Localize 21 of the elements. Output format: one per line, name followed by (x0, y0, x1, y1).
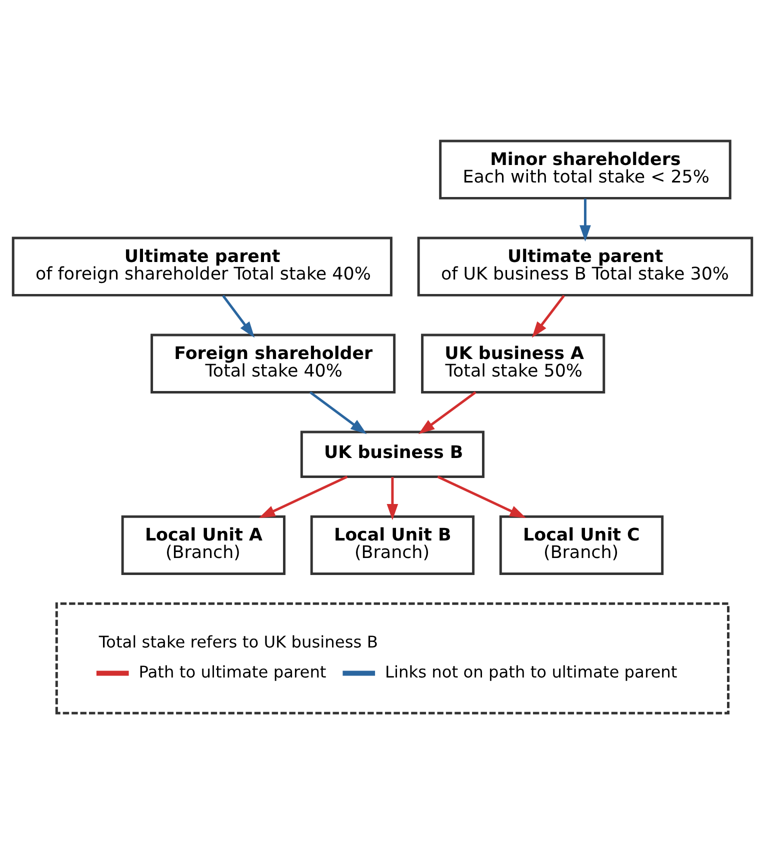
node-box: Ultimate parent of UK business B Total stake 30% (417, 236, 754, 296)
arrow (437, 475, 526, 518)
label: Total stake refers to UK business B (98, 632, 378, 652)
node-box: Local Unit A (Branch) (121, 514, 286, 575)
node-box: UK business A Total stake 50% (421, 333, 606, 393)
node-box: Minor shareholders Each with total stake < 25% (439, 139, 732, 199)
node-box: Foreign shareholder Total stake 40% (150, 333, 396, 393)
node-box: Ultimate parent of foreign shareholder Total stake 40% (12, 236, 392, 296)
arrow (258, 475, 348, 518)
arrow (386, 476, 398, 520)
node-box (55, 602, 730, 714)
legend-label: Path to ultimate parent (138, 662, 326, 682)
node-box: UK business B (300, 430, 484, 478)
arrow (309, 390, 367, 434)
node-box: Local Unit B (Branch) (310, 514, 475, 575)
node-box: Local Unit C (Branch) (499, 514, 664, 575)
arrow (580, 198, 591, 241)
arrow (222, 294, 255, 338)
arrow (418, 390, 476, 434)
legend-label: Links not on path to ultimate parent (384, 662, 678, 682)
arrow (532, 294, 565, 338)
